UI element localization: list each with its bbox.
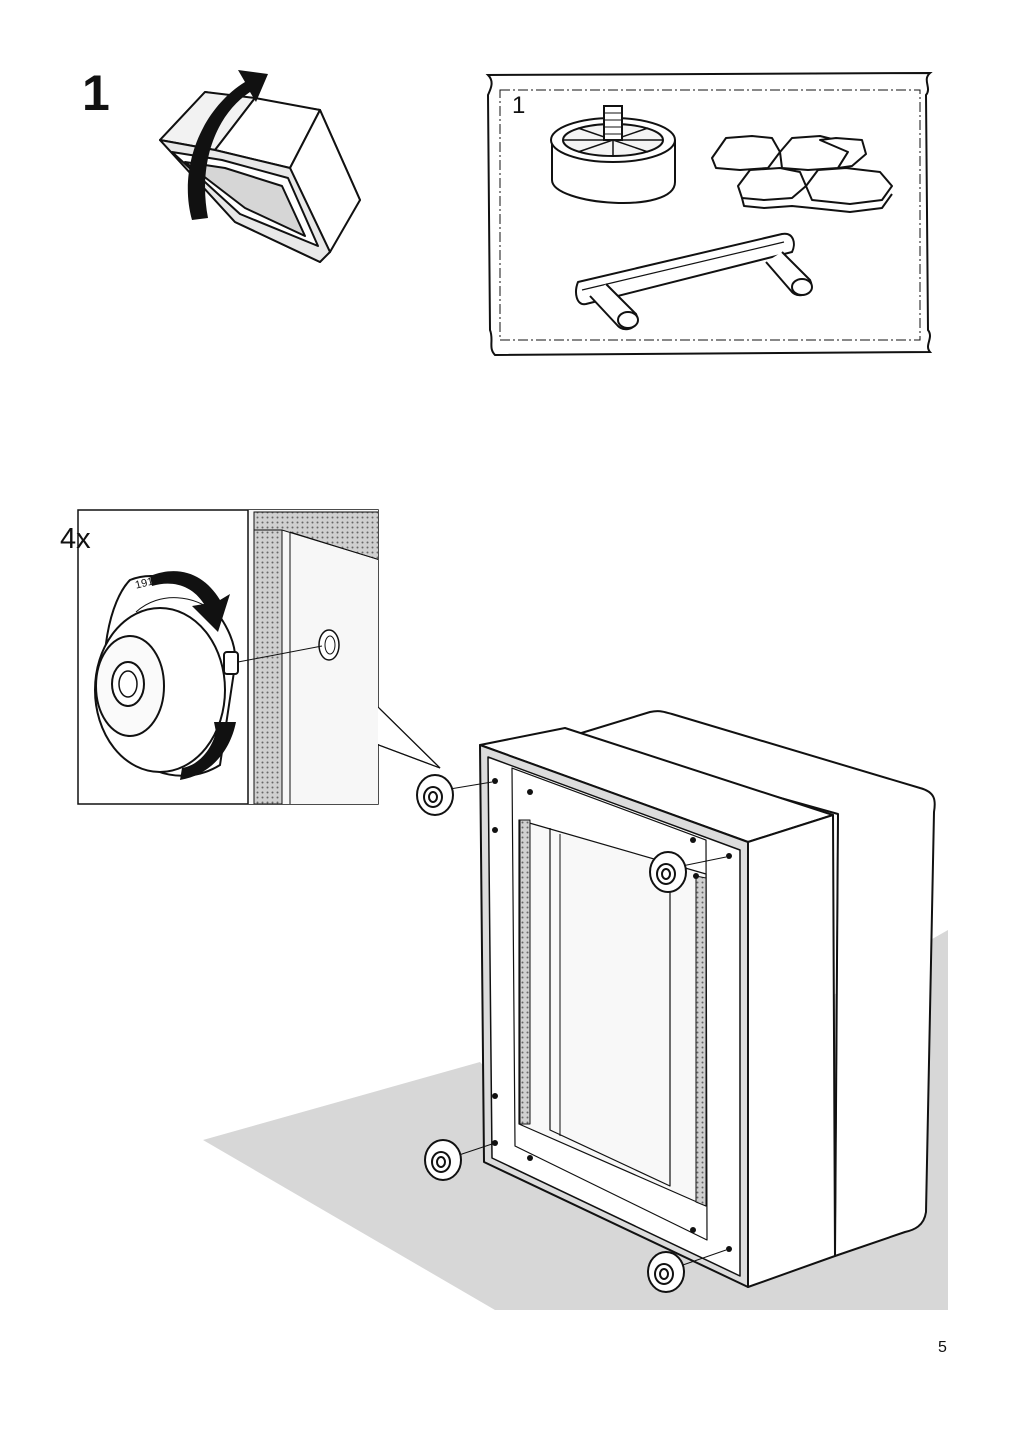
step-number: 1 [82, 65, 110, 121]
rotate-arrow-icon [187, 70, 268, 220]
legs-to-attach [416, 774, 727, 1293]
detail-quantity: 4x [60, 523, 91, 555]
leg-closeup [94, 575, 323, 777]
parts-bag [485, 71, 933, 357]
parts-bag-count: 1 [512, 92, 526, 119]
sofa-leg-part [550, 105, 676, 204]
felt-pads-part [711, 135, 893, 213]
tilt-sofa-illustration [159, 91, 361, 263]
page-number: 5 [938, 1339, 947, 1356]
sofa-module-upside-down [479, 710, 936, 1288]
connector-part [575, 232, 813, 331]
rotate-clockwise-arrow-icon [150, 571, 236, 780]
frame-closeup [247, 510, 378, 804]
screw-holes [492, 778, 732, 1252]
